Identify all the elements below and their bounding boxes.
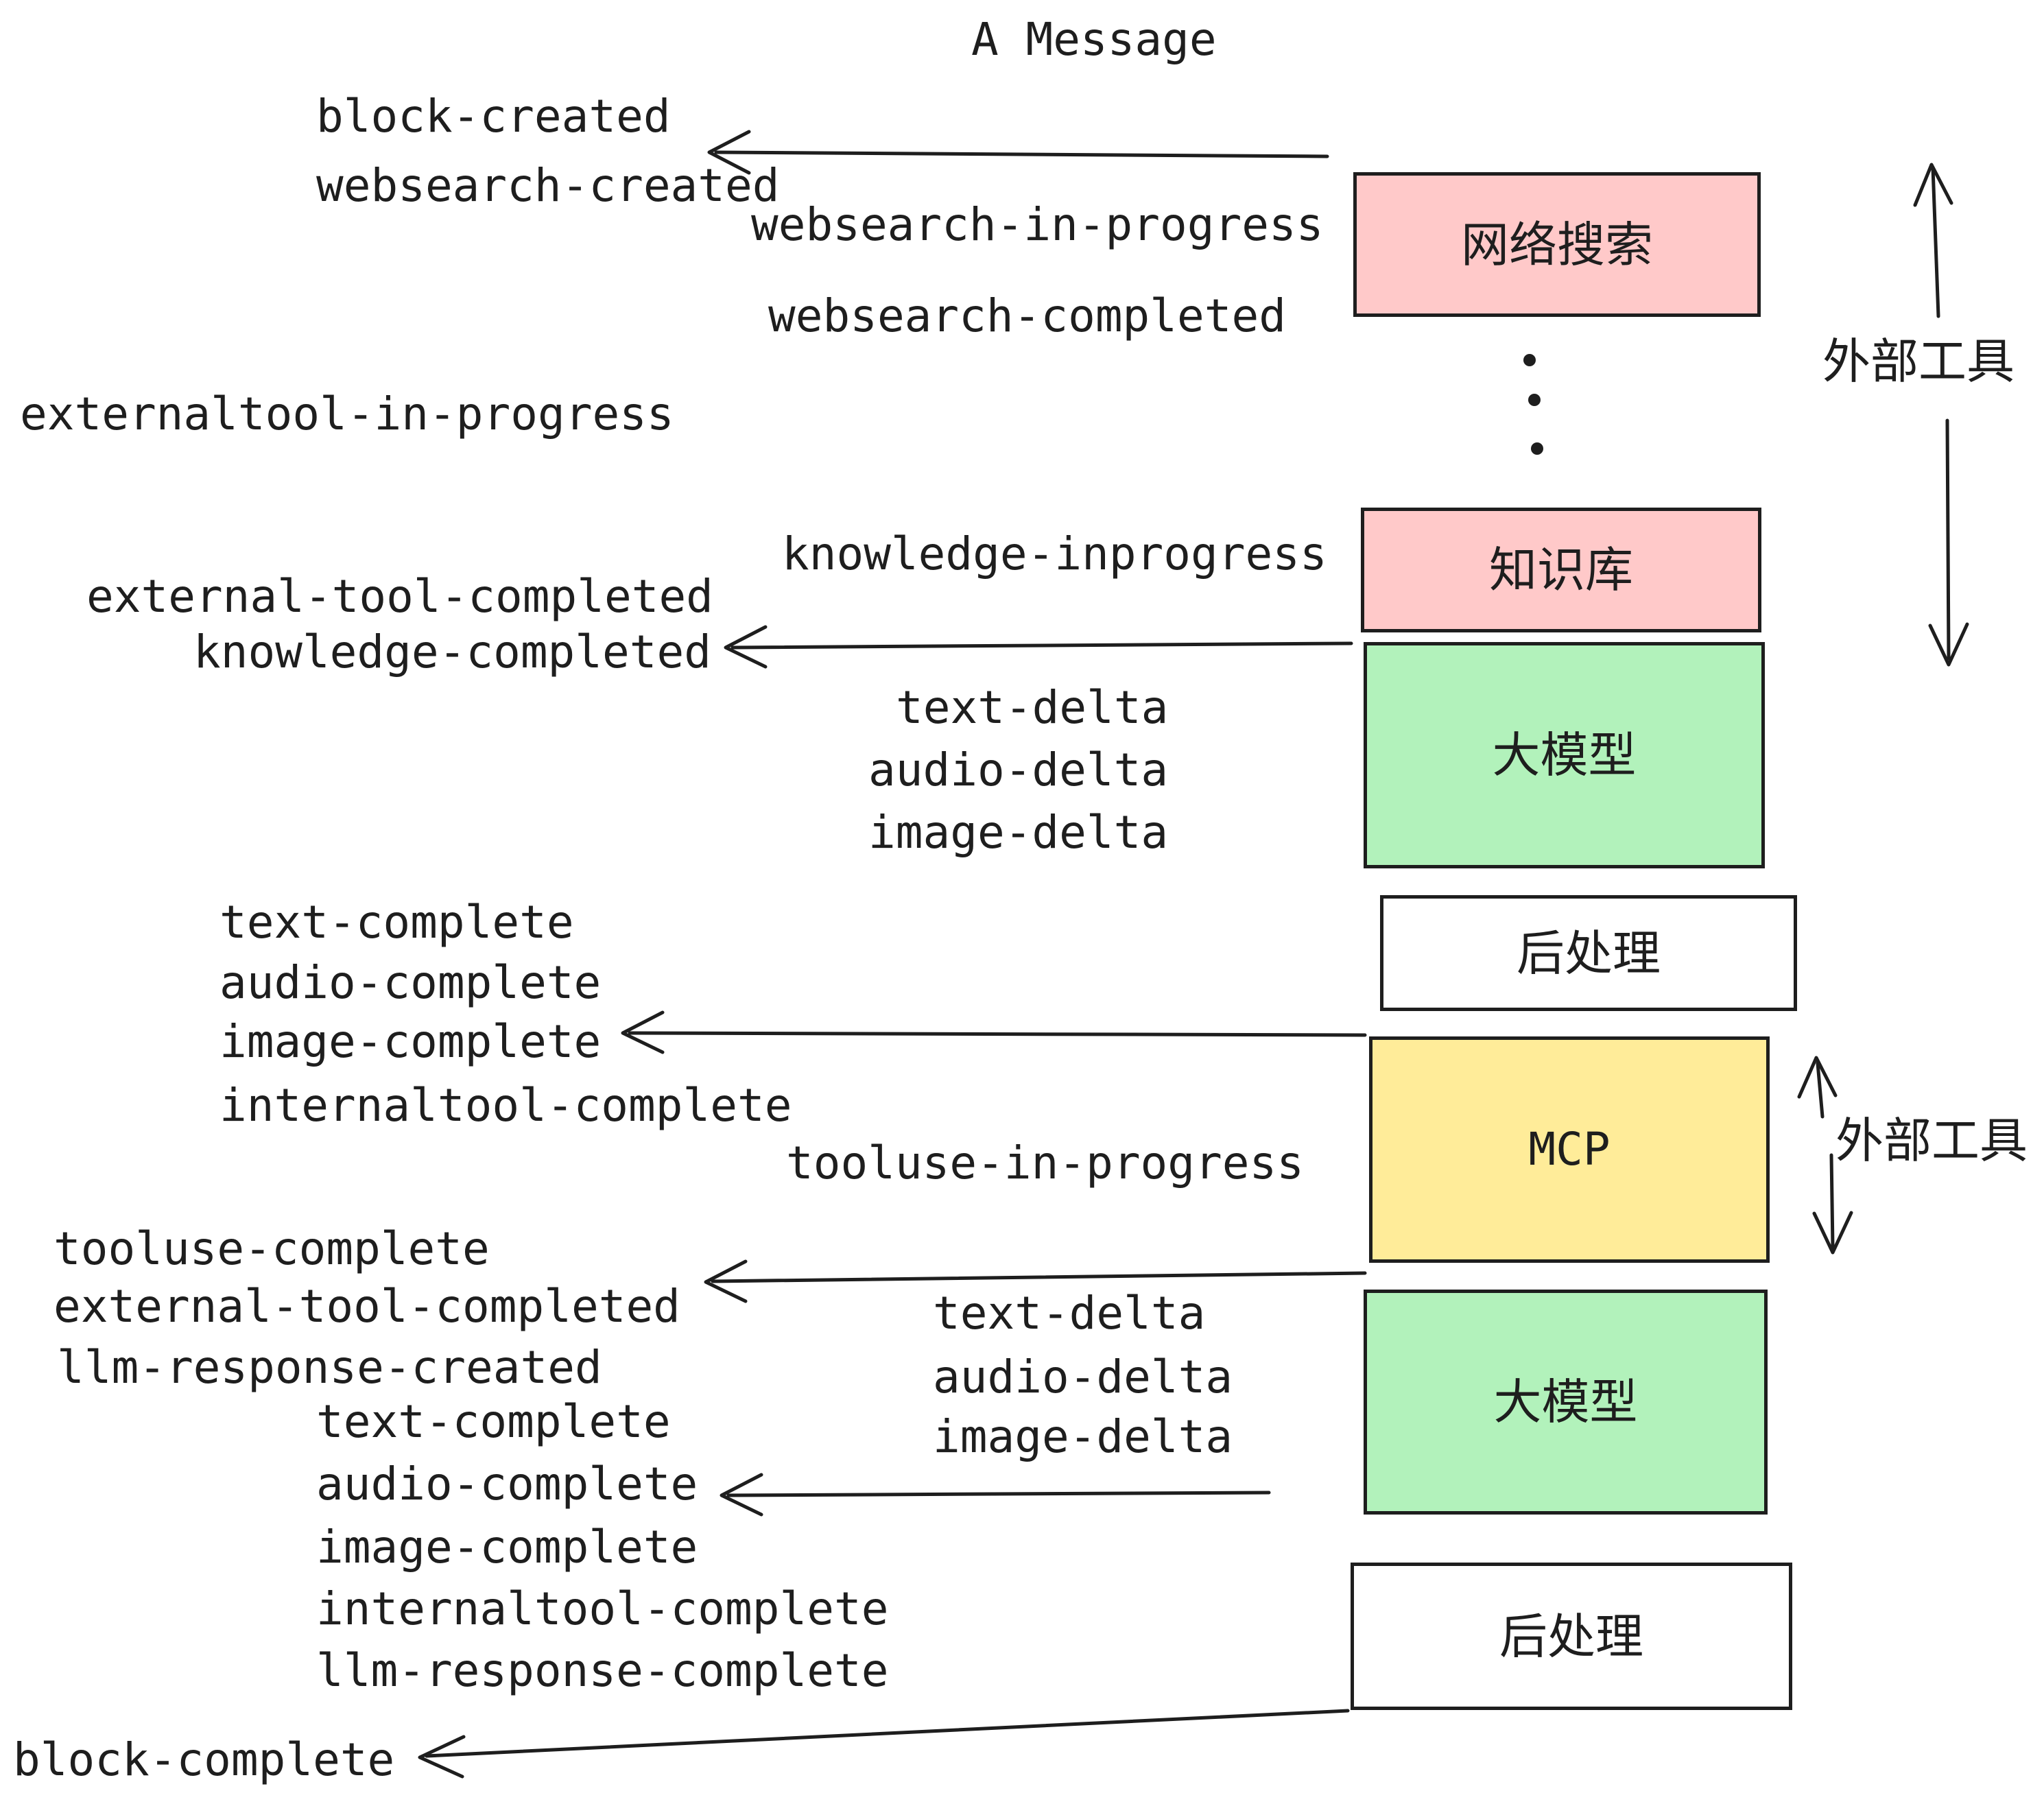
arrow-line-to-image-complete <box>628 1031 1367 1037</box>
event-externaltool-in-progress: externaltool-in-progress <box>20 388 674 440</box>
arrowhead-to-knowledge-completed <box>724 625 768 669</box>
event-text-delta-2: text-delta <box>933 1287 1206 1340</box>
event-tooluse-in-progress: tooluse-in-progress <box>786 1137 1304 1189</box>
box-postprocess-1-label: 后处理 <box>1517 925 1661 982</box>
box-postprocess-1: 后处理 <box>1380 895 1797 1011</box>
event-internaltool-complete-1: internaltool-complete <box>219 1079 792 1132</box>
event-websearch-in-progress: websearch-in-progress <box>751 198 1324 251</box>
event-text-delta-1: text-delta <box>896 681 1169 734</box>
ellipsis-dot <box>1531 442 1543 455</box>
external-tools-label-2: 外部工具 <box>1835 1113 2028 1169</box>
event-llm-response-complete: llm-response-complete <box>316 1644 889 1697</box>
event-image-complete-1: image-complete <box>219 1015 602 1068</box>
event-audio-delta-2: audio-delta <box>933 1351 1233 1403</box>
event-internaltool-complete-2: internaltool-complete <box>316 1582 889 1635</box>
box-knowledge: 知识库 <box>1361 508 1761 632</box>
ellipsis-dot <box>1523 354 1536 366</box>
box-mcp: MCP <box>1369 1036 1770 1263</box>
box-mcp-label: MCP <box>1528 1123 1611 1176</box>
event-knowledge-completed: knowledge-completed <box>193 626 711 678</box>
event-external-tool-completed-1: external-tool-completed <box>86 570 713 623</box>
event-image-delta-2: image-delta <box>933 1410 1233 1463</box>
arrowhead-to-tooluse-complete <box>704 1259 748 1303</box>
box-websearch-label: 网络搜索 <box>1461 216 1653 273</box>
arrow-line-to-websearch-created <box>714 150 1329 158</box>
event-llm-response-created: llm-response-created <box>57 1341 602 1394</box>
external-tools-arrow-down-line-2 <box>1829 1153 1835 1249</box>
event-audio-delta-1: audio-delta <box>868 744 1169 796</box>
event-audio-complete-2: audio-complete <box>316 1458 698 1510</box>
arrowhead-to-image-complete <box>621 1010 665 1054</box>
event-text-complete-2: text-complete <box>316 1395 671 1448</box>
ellipsis-dot <box>1528 394 1541 406</box>
arrow-line-to-knowledge-completed <box>730 641 1353 650</box>
event-text-complete-1: text-complete <box>219 896 574 949</box>
arrow-line-to-block-complete <box>425 1709 1350 1758</box>
event-audio-complete-1: audio-complete <box>219 956 602 1009</box>
box-postprocess-2: 后处理 <box>1351 1563 1792 1710</box>
box-llm-2: 大模型 <box>1364 1290 1768 1515</box>
external-tools-arrow-up-line-1 <box>1931 166 1940 318</box>
external-tools-arrow-up-line-2 <box>1816 1061 1825 1119</box>
external-tools-arrowhead-up-1 <box>1913 163 1953 207</box>
event-websearch-created: websearch-created <box>316 159 780 212</box>
external-tools-arrow-down-line-1 <box>1945 418 1951 661</box>
box-knowledge-label: 知识库 <box>1489 542 1633 598</box>
external-tools-arrowhead-up-2 <box>1797 1056 1838 1099</box>
event-block-created: block-created <box>316 90 671 143</box>
box-llm-2-label: 大模型 <box>1493 1374 1638 1430</box>
box-llm-1: 大模型 <box>1364 642 1765 868</box>
arrowhead-to-audio-complete <box>720 1473 763 1517</box>
event-websearch-completed: websearch-completed <box>768 289 1286 342</box>
event-external-tool-completed-2: external-tool-completed <box>54 1280 680 1333</box>
box-llm-1-label: 大模型 <box>1492 727 1637 783</box>
event-image-complete-2: image-complete <box>316 1521 698 1574</box>
diagram-title: A Message <box>971 13 1217 66</box>
event-knowledge-inprogress: knowledge-inprogress <box>782 527 1327 580</box>
external-tools-arrowhead-down-2 <box>1812 1211 1853 1255</box>
event-tooluse-complete: tooluse-complete <box>54 1222 490 1275</box>
box-websearch: 网络搜索 <box>1353 172 1761 317</box>
arrowhead-to-block-complete <box>418 1735 466 1779</box>
arrow-line-to-audio-complete <box>726 1491 1271 1497</box>
external-tools-label-1: 外部工具 <box>1822 333 2015 390</box>
external-tools-arrowhead-down-1 <box>1928 622 1969 667</box>
event-block-complete: block-complete <box>13 1733 395 1786</box>
box-postprocess-2-label: 后处理 <box>1499 1608 1643 1665</box>
event-image-delta-1: image-delta <box>868 806 1169 859</box>
arrow-line-to-tooluse-complete <box>711 1271 1367 1283</box>
